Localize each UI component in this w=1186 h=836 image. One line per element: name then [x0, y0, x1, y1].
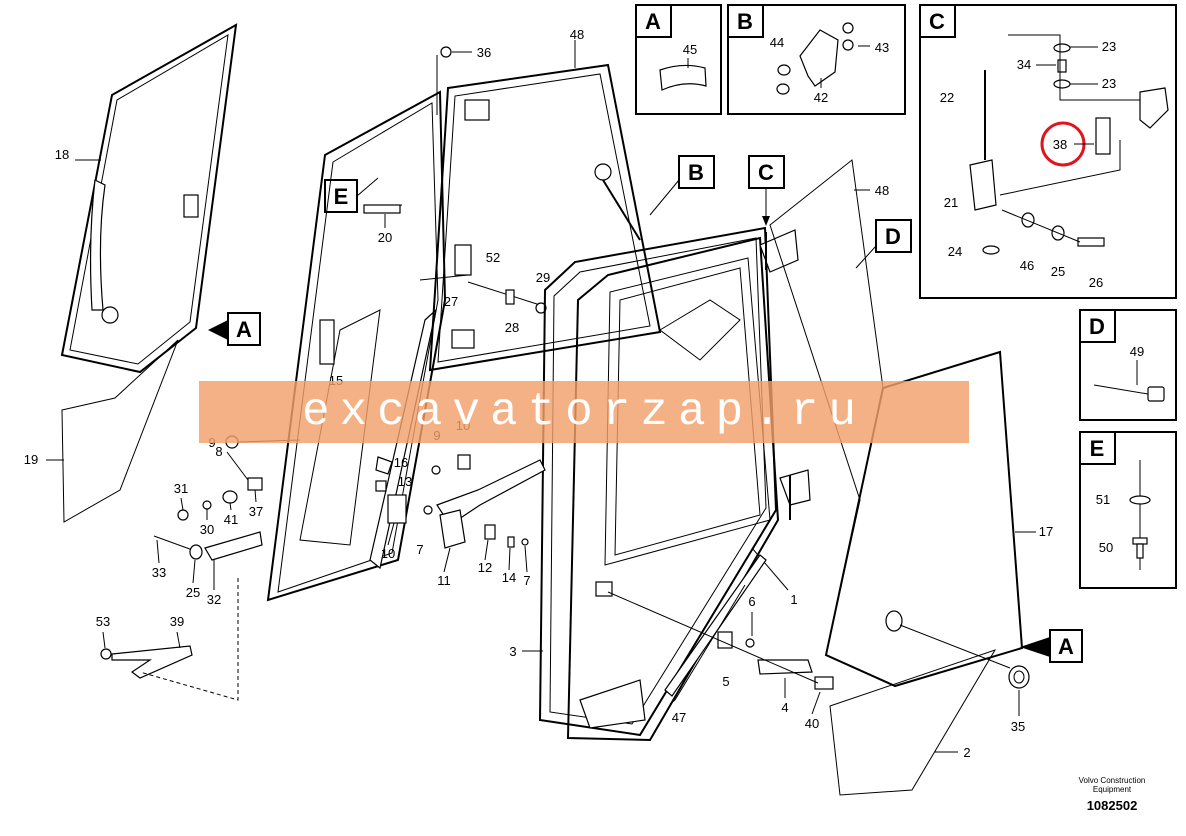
brand-line-2: Equipment [1092, 785, 1132, 794]
svg-text:B: B [688, 160, 704, 185]
callout-39: 39 [170, 614, 184, 629]
callout-17: 17 [1039, 524, 1053, 539]
inset-C-title: C [929, 9, 945, 34]
inset-D-title: D [1089, 314, 1105, 339]
watermark-text: excavatorzap.ru [301, 386, 867, 438]
callout-49: 49 [1130, 344, 1144, 359]
callout-3: 3 [509, 644, 516, 659]
brand-line-1: Volvo Construction [1078, 776, 1146, 785]
callout-4: 4 [781, 700, 788, 715]
callout-14: 14 [502, 570, 516, 585]
callout-46: 46 [1020, 258, 1034, 273]
callout-8: 8 [215, 444, 222, 459]
callout-53: 53 [96, 614, 110, 629]
callout-36: 36 [477, 45, 491, 60]
callout-30: 30 [200, 522, 214, 537]
inset-A-title: A [645, 9, 661, 34]
callout-29: 29 [536, 270, 550, 285]
watermark-band [199, 381, 969, 443]
callout-34: 34 [1017, 57, 1031, 72]
svg-text:E: E [334, 184, 349, 209]
callout-19: 19 [24, 452, 38, 467]
view-ref-E: E [324, 177, 379, 213]
callout-42: 42 [814, 90, 828, 105]
callout-5: 5 [722, 674, 729, 689]
view-ref-C: C [748, 155, 785, 226]
inset-B: B 44 43 42 [727, 4, 906, 115]
svg-text:C: C [758, 160, 774, 185]
callout-37: 37 [249, 504, 263, 519]
drawing-code: 1082502 [1086, 798, 1138, 813]
callout-13: 13 [398, 474, 412, 489]
callout-23a: 23 [1102, 39, 1116, 54]
seal-and-handle: 47 5 6 4 40 [607, 554, 834, 731]
hinge-group: 27 52 28 29 [419, 244, 550, 335]
callout-38: 38 [1053, 137, 1067, 152]
callout-44: 44 [770, 35, 784, 50]
callout-50: 50 [1099, 540, 1113, 555]
callout-7a: 7 [416, 542, 423, 557]
callout-10a: 10 [381, 546, 395, 561]
callout-43: 43 [875, 40, 889, 55]
footer-block: Volvo Construction Equipment 1082502 [1060, 776, 1164, 813]
callout-26: 26 [1089, 275, 1103, 290]
callout-25b: 25 [1051, 264, 1065, 279]
inset-B-title: B [737, 9, 753, 34]
callout-23b: 23 [1102, 76, 1116, 91]
inset-D: D 49 [1079, 309, 1177, 421]
callout-45: 45 [683, 42, 697, 57]
callout-48b: 48 [875, 183, 889, 198]
inset-C: C 23 34 23 22 21 24 46 25 26 38 [919, 4, 1177, 299]
lock-parts: 9 9 10 15 16 13 10 7 11 12 14 7 [208, 373, 546, 588]
callout-21: 21 [944, 195, 958, 210]
inset-E: E 51 50 [1079, 431, 1177, 589]
main-door-assembly: 3 1 [509, 163, 811, 742]
view-ref-D: D [855, 219, 912, 269]
callout-16: 16 [394, 455, 408, 470]
callout-47: 47 [672, 710, 686, 725]
callout-1: 1 [790, 592, 797, 607]
callout-51: 51 [1096, 492, 1110, 507]
svg-text:A: A [1058, 634, 1074, 659]
svg-text:D: D [885, 224, 901, 249]
callout-2: 2 [963, 745, 970, 760]
callout-28: 28 [505, 320, 519, 335]
svg-text:A: A [236, 317, 252, 342]
callout-41: 41 [224, 512, 238, 527]
inset-E-title: E [1090, 436, 1105, 461]
callout-7b: 7 [523, 573, 530, 588]
left-lower-panel-19: 19 [24, 339, 179, 523]
callout-12: 12 [478, 560, 492, 575]
callout-20: 20 [378, 230, 392, 245]
view-ref-A-right: A [1020, 629, 1083, 663]
inset-A: A 45 [635, 4, 722, 115]
view-ref-A-left: A [208, 312, 261, 346]
callout-27: 27 [444, 294, 458, 309]
left-small-parts: 8 31 30 41 37 33 25 32 53 39 [96, 444, 263, 701]
callout-25a: 25 [186, 585, 200, 600]
callout-31: 31 [174, 481, 188, 496]
callout-6: 6 [748, 594, 755, 609]
callout-35: 35 [1011, 719, 1025, 734]
callout-32: 32 [207, 592, 221, 607]
lower-panel-2: 2 35 [829, 624, 1030, 796]
callout-11: 11 [437, 573, 451, 588]
callout-22: 22 [940, 90, 954, 105]
rear-window-48: 48 [428, 27, 662, 372]
callout-40: 40 [805, 716, 819, 731]
callout-52: 52 [486, 250, 500, 265]
view-ref-B: B [649, 155, 715, 216]
callout-24: 24 [948, 244, 962, 259]
callout-18: 18 [55, 147, 69, 162]
left-window-panel: 18 [55, 23, 238, 374]
callout-48a: 48 [570, 27, 584, 42]
callout-33: 33 [152, 565, 166, 580]
